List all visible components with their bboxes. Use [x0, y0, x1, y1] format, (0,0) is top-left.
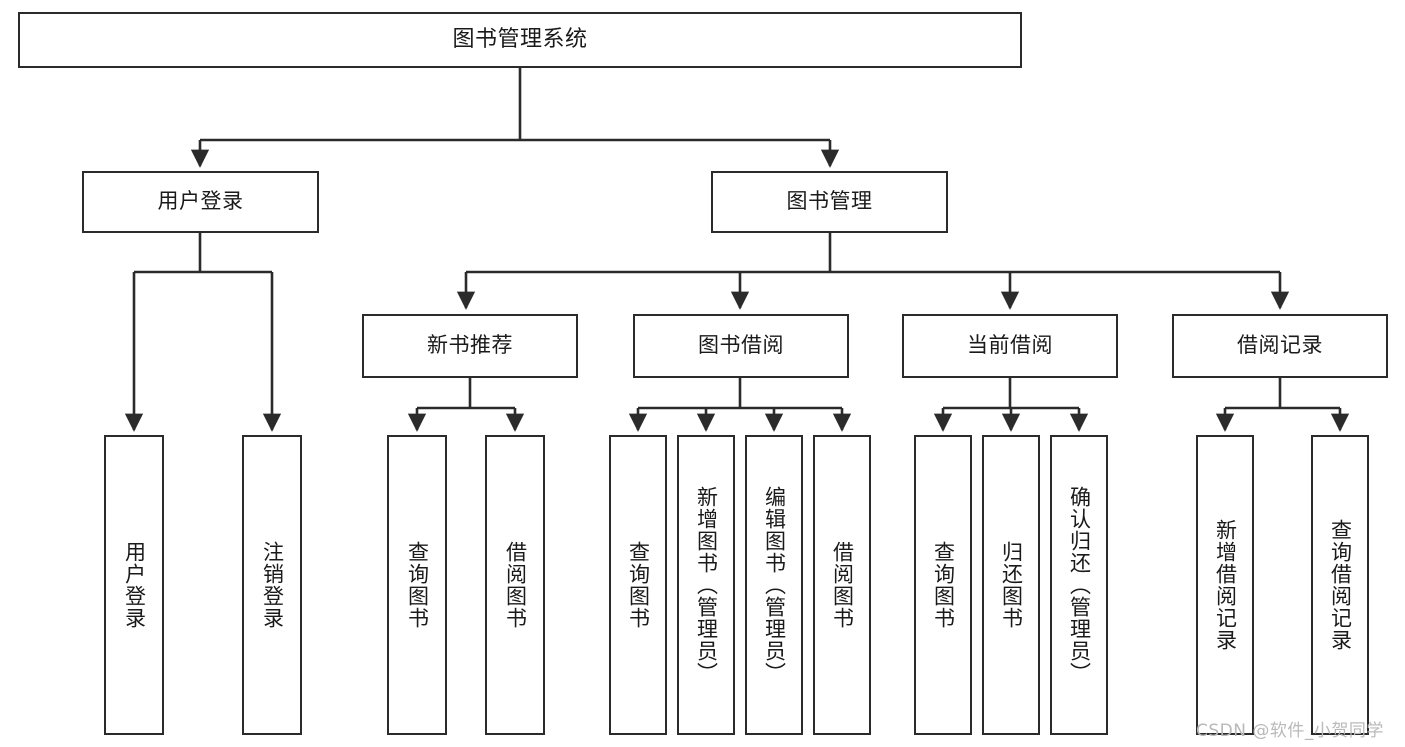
node-book-management-label: 图书管理 — [786, 189, 873, 214]
leaf-records-add-record[interactable]: 新增借阅记录 — [1196, 435, 1254, 735]
leaf-borrow-edit-book-label: 编辑图书（管理员） — [762, 486, 787, 684]
leaf-user-logout[interactable]: 注销登录 — [242, 435, 302, 735]
leaf-borrow-edit-book[interactable]: 编辑图书（管理员） — [745, 435, 803, 735]
node-new-book-recommend[interactable]: 新书推荐 — [362, 314, 578, 378]
node-new-book-recommend-label: 新书推荐 — [427, 333, 513, 358]
node-root-label: 图书管理系统 — [452, 26, 588, 52]
leaf-user-login[interactable]: 用户登录 — [104, 435, 164, 735]
leaf-current-confirm-return-label: 确认归还（管理员） — [1067, 486, 1092, 684]
leaf-newbook-query-book[interactable]: 查询图书 — [387, 435, 447, 735]
node-current-borrow-label: 当前借阅 — [967, 333, 1053, 358]
leaf-borrow-borrow-book[interactable]: 借阅图书 — [813, 435, 871, 735]
node-book-borrow[interactable]: 图书借阅 — [633, 314, 849, 378]
leaf-user-login-label: 用户登录 — [122, 541, 147, 629]
node-root[interactable]: 图书管理系统 — [18, 12, 1022, 68]
node-user-login-label: 用户登录 — [157, 189, 244, 214]
node-borrow-records-label: 借阅记录 — [1237, 333, 1323, 358]
node-borrow-records[interactable]: 借阅记录 — [1172, 314, 1388, 378]
node-current-borrow[interactable]: 当前借阅 — [902, 314, 1118, 378]
leaf-borrow-add-book[interactable]: 新增图书（管理员） — [677, 435, 735, 735]
leaf-current-return-book[interactable]: 归还图书 — [982, 435, 1040, 735]
node-book-borrow-label: 图书借阅 — [698, 333, 784, 358]
node-user-login[interactable]: 用户登录 — [82, 171, 319, 233]
leaf-newbook-borrow-book[interactable]: 借阅图书 — [485, 435, 545, 735]
leaf-records-query-record[interactable]: 查询借阅记录 — [1311, 435, 1369, 735]
leaf-user-logout-label: 注销登录 — [260, 541, 285, 629]
leaf-current-query-book-label: 查询图书 — [931, 541, 956, 629]
leaf-newbook-borrow-book-label: 借阅图书 — [503, 541, 528, 629]
leaf-records-query-record-label: 查询借阅记录 — [1328, 519, 1353, 651]
leaf-newbook-query-book-label: 查询图书 — [405, 541, 430, 629]
csdn-watermark: CSDN @软件_小贺同学 — [1196, 721, 1384, 741]
leaf-borrow-add-book-label: 新增图书（管理员） — [694, 486, 719, 684]
leaf-current-return-book-label: 归还图书 — [999, 541, 1024, 629]
leaf-current-query-book[interactable]: 查询图书 — [914, 435, 972, 735]
leaf-borrow-borrow-book-label: 借阅图书 — [830, 541, 855, 629]
leaf-borrow-query-book[interactable]: 查询图书 — [609, 435, 667, 735]
node-book-management[interactable]: 图书管理 — [711, 171, 948, 233]
leaf-borrow-query-book-label: 查询图书 — [626, 541, 651, 629]
leaf-records-add-record-label: 新增借阅记录 — [1213, 519, 1238, 651]
leaf-current-confirm-return[interactable]: 确认归还（管理员） — [1050, 435, 1108, 735]
